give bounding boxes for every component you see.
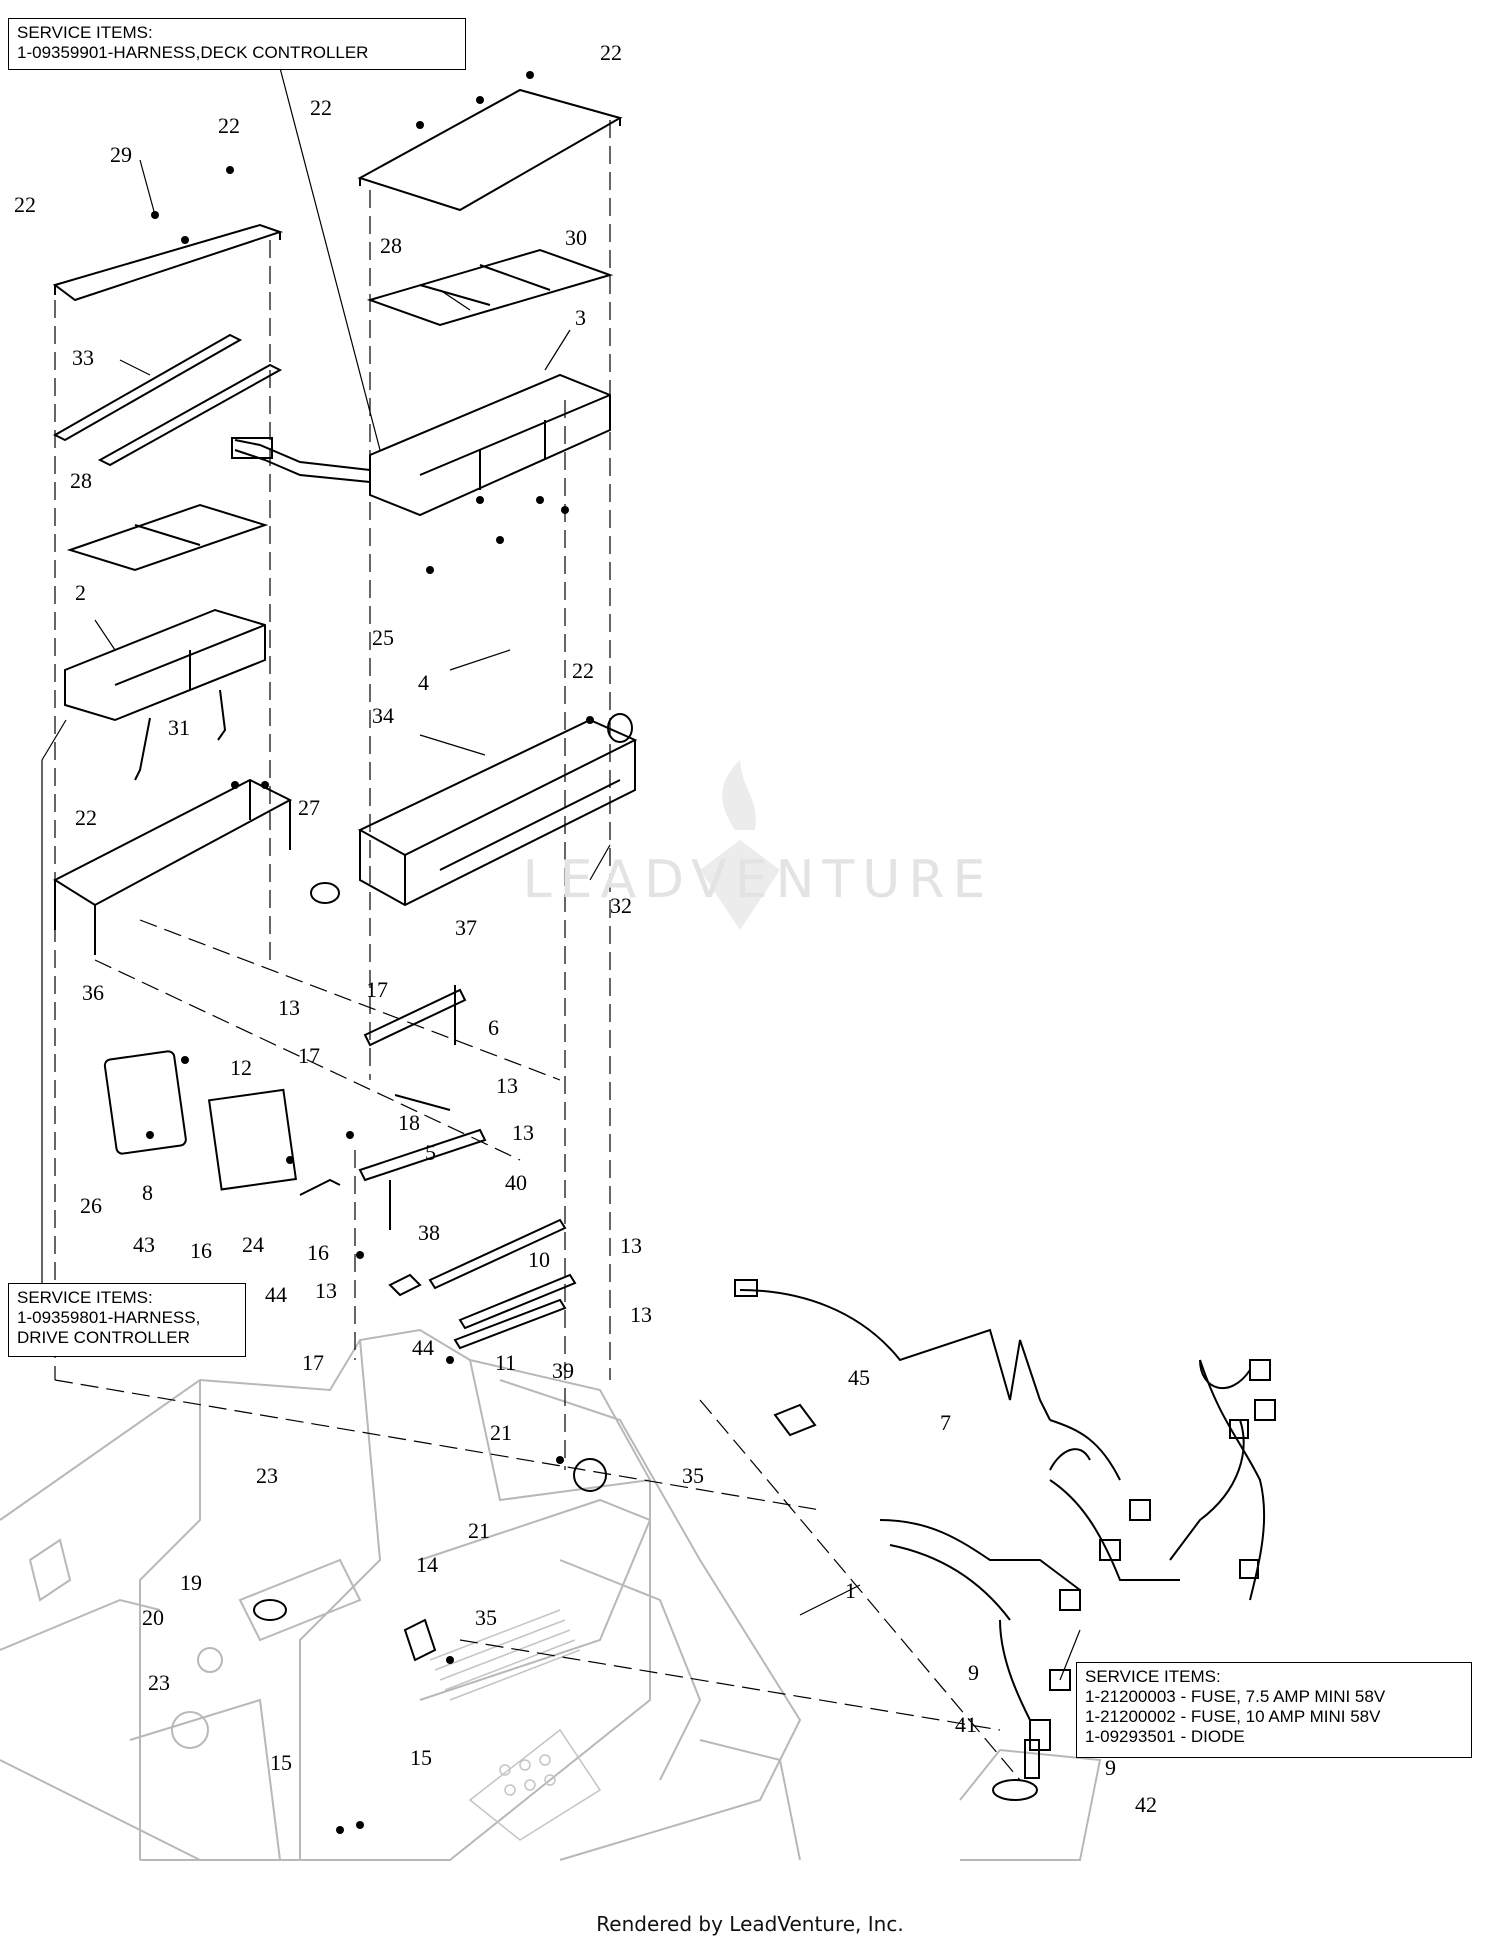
callout-12: 12	[230, 1055, 252, 1080]
callout-39: 39	[552, 1358, 574, 1383]
service-items-title: SERVICE ITEMS:	[17, 23, 153, 42]
callout-13: 13	[620, 1233, 642, 1258]
callout-34: 34	[372, 703, 394, 728]
callout-28: 28	[70, 468, 92, 493]
watermark-logo	[700, 760, 780, 930]
callout-22: 22	[572, 658, 594, 683]
callout-1: 1	[845, 1578, 856, 1603]
callout-22: 22	[218, 113, 240, 138]
callout-13: 13	[496, 1073, 518, 1098]
callout-3: 3	[575, 305, 586, 330]
callout-20: 20	[142, 1605, 164, 1630]
callout-2: 2	[75, 580, 86, 605]
callout-36: 36	[82, 980, 104, 1005]
callout-26: 26	[80, 1193, 102, 1218]
callout-19: 19	[180, 1570, 202, 1595]
alignment-dashes	[54, 120, 1021, 1781]
callout-5: 5	[425, 1140, 436, 1165]
callout-44: 44	[265, 1282, 287, 1307]
callout-23: 23	[256, 1463, 278, 1488]
service-item-line: DRIVE CONTROLLER	[17, 1328, 190, 1347]
callout-44: 44	[412, 1335, 434, 1360]
callout-13: 13	[512, 1120, 534, 1145]
callout-28: 28	[380, 233, 402, 258]
callout-13: 13	[630, 1302, 652, 1327]
callout-22: 22	[310, 95, 332, 120]
callout-9: 9	[1105, 1755, 1116, 1780]
callout-17: 17	[302, 1350, 324, 1375]
service-items-title: SERVICE ITEMS:	[1085, 1667, 1221, 1686]
service-items-drive-box: SERVICE ITEMS: 1-09359801-HARNESS, DRIVE…	[8, 1283, 246, 1357]
callout-14: 14	[416, 1552, 438, 1577]
callout-25: 25	[372, 625, 394, 650]
service-items-fuse-box: SERVICE ITEMS: 1-21200003 - FUSE, 7.5 AM…	[1076, 1662, 1472, 1758]
frame-vent-slots	[429, 1609, 581, 1701]
service-items-deck-box: SERVICE ITEMS: 1-09359901-HARNESS,DECK C…	[8, 18, 466, 70]
callout-17: 17	[298, 1043, 320, 1068]
callout-10: 10	[528, 1247, 550, 1272]
callout-22: 22	[14, 192, 36, 217]
callout-35: 35	[475, 1605, 497, 1630]
callout-33: 33	[72, 345, 94, 370]
callout-42: 42	[1135, 1792, 1157, 1817]
callout-45: 45	[848, 1365, 870, 1390]
callout-11: 11	[495, 1350, 516, 1375]
callout-6: 6	[488, 1015, 499, 1040]
callout-22: 22	[75, 805, 97, 830]
callout-16: 16	[190, 1238, 212, 1263]
callout-32: 32	[610, 893, 632, 918]
callout-16: 16	[307, 1240, 329, 1265]
callout-21: 21	[468, 1518, 490, 1543]
mower-frame	[0, 1328, 1102, 1861]
callout-31: 31	[168, 715, 190, 740]
callout-numbers: 22 22 22 22 29 30 28 3 33 28 2 25 4 22 3…	[14, 40, 1157, 1817]
footer-rendered-by: Rendered by LeadVenture, Inc.	[596, 1912, 904, 1936]
callout-8: 8	[142, 1180, 153, 1205]
callout-15: 15	[270, 1750, 292, 1775]
part-outlines	[52, 88, 1276, 1801]
callout-17: 17	[366, 977, 388, 1002]
callout-35: 35	[682, 1463, 704, 1488]
callout-21: 21	[490, 1420, 512, 1445]
callout-29: 29	[110, 142, 132, 167]
callout-13: 13	[315, 1278, 337, 1303]
frame-panel-holes	[468, 1728, 602, 1841]
watermark-text: LEADVENTURE	[522, 850, 994, 910]
service-item-line: 1-21200003 - FUSE, 7.5 AMP MINI 58V	[1085, 1687, 1386, 1706]
service-item-line: 1-21200002 - FUSE, 10 AMP MINI 58V	[1085, 1707, 1381, 1726]
callout-18: 18	[398, 1110, 420, 1135]
fasteners	[146, 71, 594, 1834]
leader-lines	[41, 67, 1081, 1681]
callout-43: 43	[133, 1232, 155, 1257]
callout-9: 9	[968, 1660, 979, 1685]
callout-4: 4	[418, 670, 429, 695]
callout-30: 30	[565, 225, 587, 250]
callout-40: 40	[505, 1170, 527, 1195]
callout-41: 41	[955, 1712, 977, 1737]
callout-38: 38	[418, 1220, 440, 1245]
service-items-title: SERVICE ITEMS:	[17, 1288, 153, 1307]
callout-7: 7	[940, 1410, 951, 1435]
callout-15: 15	[410, 1745, 432, 1770]
callout-24: 24	[242, 1232, 264, 1257]
callout-22: 22	[600, 40, 622, 65]
callout-23: 23	[148, 1670, 170, 1695]
callout-13: 13	[278, 995, 300, 1020]
service-item-line: 1-09359801-HARNESS,	[17, 1308, 201, 1327]
service-item-line: 1-09293501 - DIODE	[1085, 1727, 1245, 1746]
callout-37: 37	[455, 915, 477, 940]
service-item-line: 1-09359901-HARNESS,DECK CONTROLLER	[17, 43, 369, 62]
callout-27: 27	[298, 795, 320, 820]
